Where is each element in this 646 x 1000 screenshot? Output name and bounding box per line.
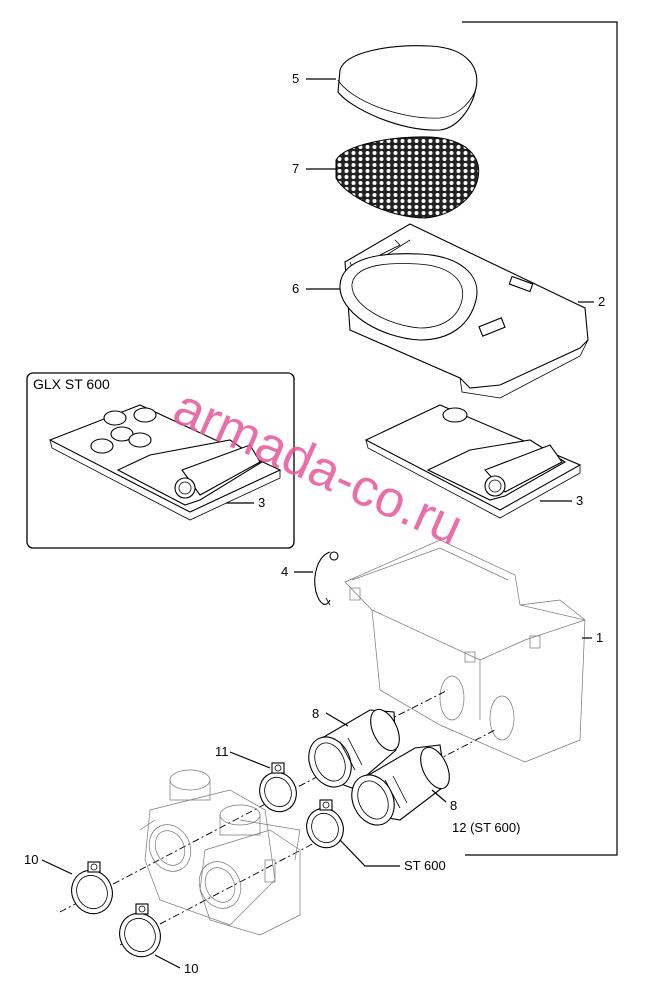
callout-1: 1 bbox=[596, 630, 603, 645]
callout-8b: 8 bbox=[450, 798, 457, 813]
group-bracket bbox=[462, 21, 618, 856]
callout-3b: 3 bbox=[576, 493, 583, 508]
callout-3a: 3 bbox=[258, 495, 265, 510]
leader-10b bbox=[154, 954, 181, 969]
variant-box-title: GLX ST 600 bbox=[33, 376, 110, 392]
callout-st600: ST 600 bbox=[404, 858, 446, 873]
callout-11: 11 bbox=[215, 744, 229, 759]
leader-8b bbox=[431, 789, 447, 803]
callout-12: 12 (ST 600) bbox=[452, 820, 520, 835]
leader-11 bbox=[229, 751, 271, 769]
leader-10a bbox=[41, 859, 73, 875]
callout-4: 4 bbox=[281, 564, 288, 579]
callout-7: 7 bbox=[292, 161, 299, 176]
callout-8a: 8 bbox=[312, 706, 319, 721]
callout-2: 2 bbox=[598, 294, 605, 309]
callout-10b: 10 bbox=[184, 961, 198, 976]
part-1-air-box bbox=[344, 539, 586, 763]
carburetor-assembly bbox=[139, 769, 301, 936]
part-10-hose-clamp-upper bbox=[71, 861, 113, 915]
leader-st600 bbox=[339, 839, 400, 867]
part-8-intake-boot-upper bbox=[308, 708, 400, 789]
leader-8a bbox=[325, 712, 349, 727]
part-8-intake-boot-lower bbox=[351, 744, 450, 826]
part-10-hose-clamp-lower bbox=[119, 903, 161, 958]
part-5-filter-pad bbox=[337, 45, 478, 131]
variant-box-glx-st600 bbox=[26, 372, 295, 549]
part-3-plate-glx bbox=[48, 404, 282, 521]
part-6-cover-seal bbox=[339, 253, 478, 341]
callout-6: 6 bbox=[292, 281, 299, 296]
callout-10a: 10 bbox=[24, 852, 38, 867]
callout-5: 5 bbox=[292, 71, 299, 86]
part-4-clip bbox=[314, 551, 339, 606]
part-11-hose-clamp bbox=[259, 762, 297, 813]
part-7-mesh-screen bbox=[335, 136, 480, 219]
part-3-plate bbox=[364, 404, 582, 519]
part-st600-hose-clamp bbox=[306, 799, 344, 849]
